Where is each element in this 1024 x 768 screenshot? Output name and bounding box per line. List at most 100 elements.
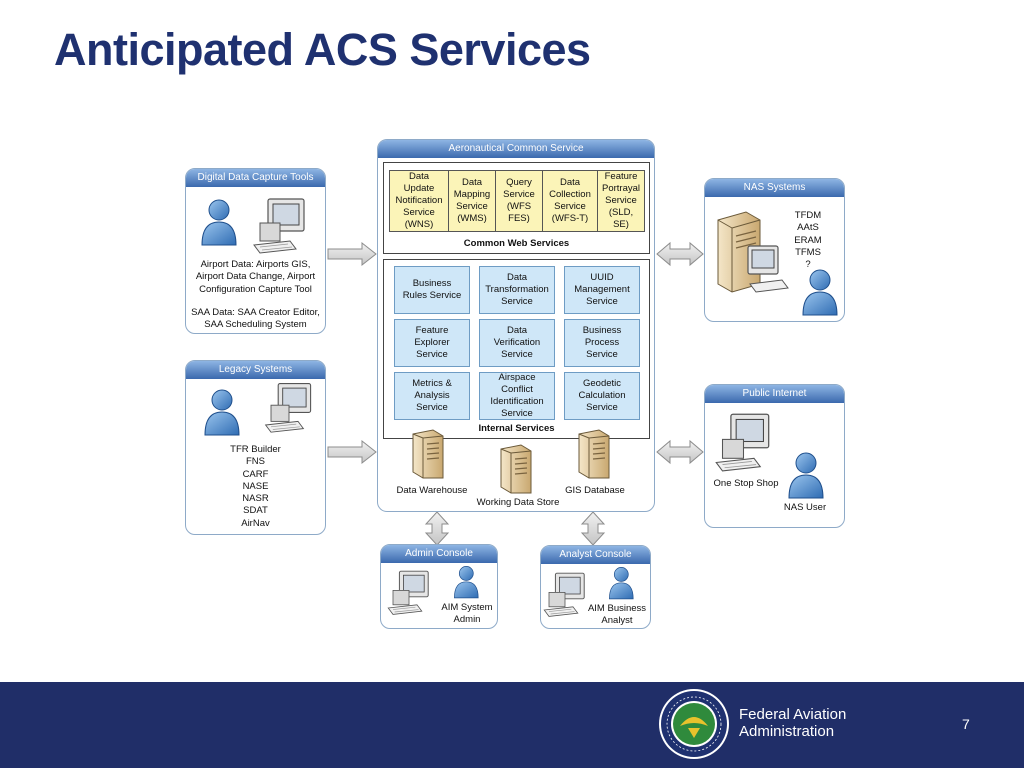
nas-system-item: AAtS	[797, 222, 819, 234]
web-service-text-line: Service	[605, 195, 637, 206]
admin-user-text-line: Admin	[453, 614, 481, 626]
slide-title: Anticipated ACS Services	[54, 24, 591, 75]
user-icon	[203, 388, 241, 441]
internal-service-text-line: Service	[501, 349, 533, 360]
acs-analyst-double-arrow	[580, 511, 606, 546]
internal-service-text-line: Service	[416, 349, 448, 360]
faa-name: Federal Aviation Administration	[739, 706, 846, 740]
user-icon	[453, 565, 480, 604]
internal-service-text-line: Data	[506, 272, 528, 283]
computer-icon	[262, 380, 316, 439]
database-server-icon	[497, 443, 533, 500]
digital-capture-airport-text: Airport Data: Airports GIS,Airport Data …	[186, 259, 325, 296]
web-service-text-line: Collection	[549, 189, 591, 200]
internal-service-text-line: Service	[586, 349, 618, 360]
web-service-text-line: Data	[559, 177, 581, 188]
digital-capture-text-line: SAA Data: SAA Creator Editor,	[191, 307, 320, 318]
web-service-text-line: (WFS	[506, 201, 532, 212]
database-server-icon	[409, 428, 445, 485]
acs-internet-double-arrow	[656, 439, 704, 465]
legacy-system-item: TFR Builder	[230, 444, 281, 455]
internal-service-text-line: Business	[412, 278, 452, 289]
legacy-systems-title: Legacy Systems	[186, 361, 325, 379]
internal-service-text-line: Service	[586, 402, 618, 413]
user-icon	[801, 268, 839, 321]
faa-name-line1: Federal Aviation	[739, 706, 847, 723]
web-service-text-line: Mapping	[453, 189, 491, 200]
common-web-services-label: Common Web Services	[463, 238, 570, 249]
web-service-text-line: Feature	[604, 171, 638, 182]
analyst-user-text-line: Analyst	[601, 615, 633, 627]
web-service-text-line: Data	[408, 171, 430, 182]
internal-service-text-line: Analysis	[414, 390, 450, 401]
digital-capture-saa-text: SAA Data: SAA Creator Editor,SAA Schedul…	[186, 307, 325, 332]
computer-icon	[712, 410, 775, 478]
web-service-text-line: Service	[554, 201, 586, 212]
working-data-store-label: Working Data Store	[476, 497, 560, 508]
web-service-text-line: SE)	[613, 219, 629, 230]
digital-capture-text-line: SAA Scheduling System	[204, 319, 307, 331]
legacy-system-item: AirNav	[241, 517, 270, 529]
user-icon	[200, 198, 238, 251]
nas-system-item: ?	[805, 259, 811, 271]
legacy-system-item: NASR	[242, 493, 269, 505]
internal-service-text-line: Process	[584, 337, 620, 348]
legacy-system-item: NASE	[242, 480, 269, 492]
web-service-text-line: Notification	[395, 195, 443, 206]
public-internet-title: Public Internet	[705, 385, 844, 403]
legacy-system-item: SDAT	[243, 505, 268, 517]
web-service-text-line: Update	[403, 183, 435, 194]
one-stop-shop-label: One Stop Shop	[713, 478, 779, 489]
nas-systems-title: NAS Systems	[705, 179, 844, 197]
acs-nas-double-arrow	[656, 241, 704, 267]
digital-capture-text-line: Configuration Capture Tool	[199, 283, 312, 295]
nas-user-label: NAS User	[783, 502, 827, 513]
web-service-text-line: (WMS)	[457, 213, 487, 224]
user-icon	[608, 566, 635, 605]
internal-service-text-line: Conflict	[501, 384, 533, 395]
web-service-text-line: Service	[503, 189, 535, 200]
acs-admin-double-arrow	[424, 511, 450, 546]
internal-service-text-line: Identification	[490, 396, 544, 407]
digital-capture-title: Digital Data Capture Tools	[186, 169, 325, 187]
legacy-to-acs-arrow	[327, 439, 377, 465]
internal-service-text-line: Service	[501, 408, 533, 419]
internal-service-text-line: Business	[582, 325, 622, 336]
web-service-text-line: (WFS-T)	[551, 213, 589, 224]
nas-system-item: ERAM	[794, 234, 822, 246]
user-icon	[787, 451, 825, 504]
server-computer-icon	[716, 206, 798, 311]
internal-service-text-line: Management	[574, 284, 630, 295]
internal-services-label: Internal Services	[478, 423, 555, 434]
faa-name-line2: Administration	[739, 723, 835, 740]
analyst-console-title: Analyst Console	[541, 546, 650, 564]
admin-console-title: Admin Console	[381, 545, 497, 563]
digital-capture-text-line: Airport Data: Airports GIS,	[200, 259, 311, 270]
capture-to-acs-arrow	[327, 241, 377, 267]
web-service-text-line: (SLD,	[608, 207, 634, 218]
internal-service-text-line: Data	[506, 325, 528, 336]
legacy-system-item: CARF	[242, 468, 269, 480]
gis-database-label: GIS Database	[565, 485, 625, 496]
nas-system-item: TFDM	[794, 210, 822, 221]
internal-service-text-line: Service	[416, 402, 448, 413]
admin-user-text-line: AIM System	[441, 602, 493, 613]
database-server-icon	[575, 428, 611, 485]
web-service-text-line: Service	[456, 201, 488, 212]
internal-service-text-line: Rules Service	[402, 290, 462, 301]
computer-icon	[250, 195, 310, 260]
